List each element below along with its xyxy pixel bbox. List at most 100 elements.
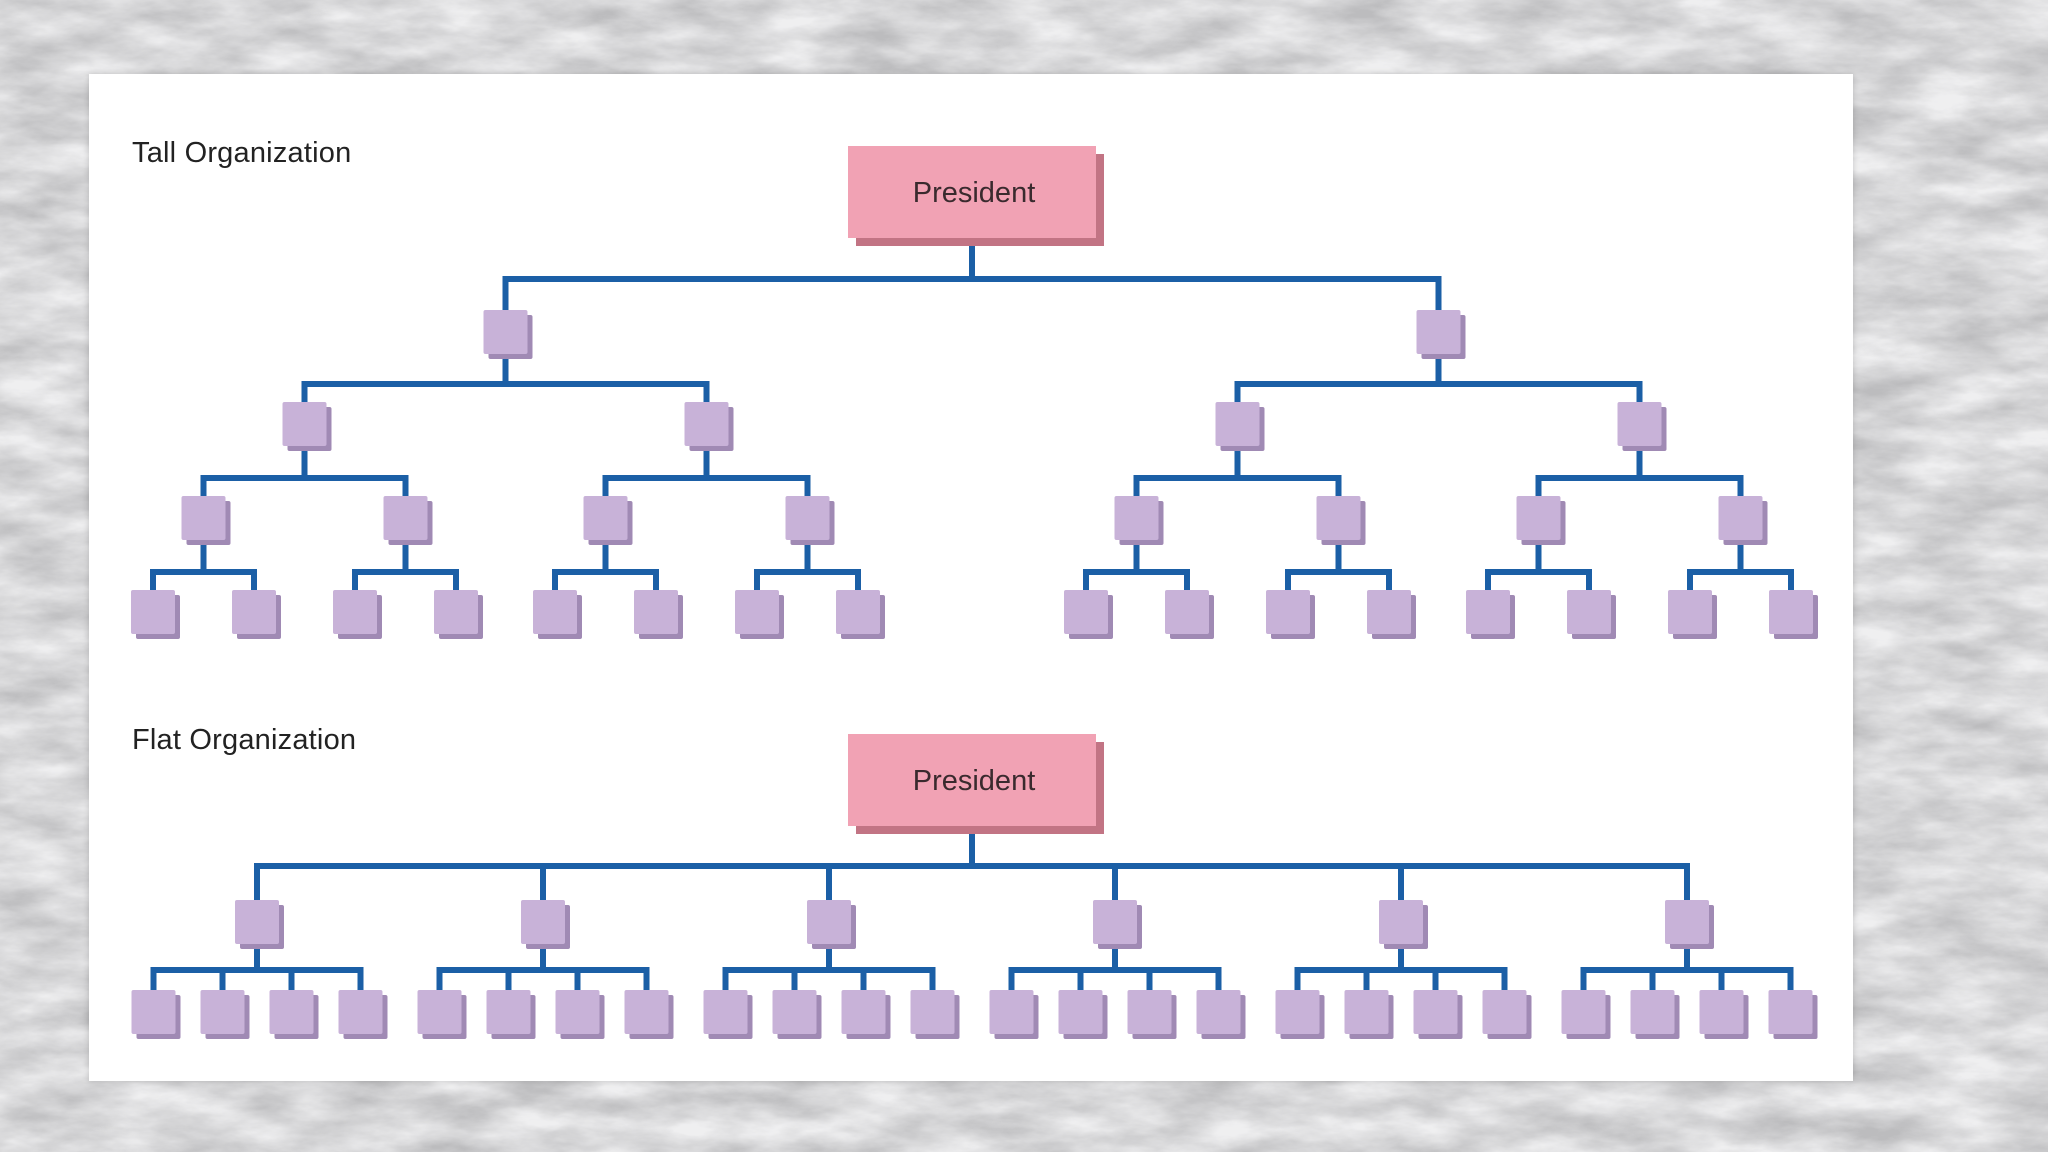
node-face xyxy=(269,990,314,1034)
flat-report-node xyxy=(1344,990,1394,1039)
flat-report-node xyxy=(1561,990,1611,1039)
tall-level4-node xyxy=(634,590,683,639)
node-face xyxy=(521,900,565,944)
tall-level2-node xyxy=(282,402,332,451)
tall-level4-node xyxy=(131,590,180,639)
tall-level3-node xyxy=(1718,496,1768,545)
flat-report-node xyxy=(1127,990,1177,1039)
node-face xyxy=(1466,590,1510,634)
node-face xyxy=(989,990,1034,1034)
flat-report-node xyxy=(555,990,605,1039)
node-face xyxy=(1413,990,1458,1034)
node-face xyxy=(1617,402,1662,446)
node-face xyxy=(486,990,531,1034)
node-face xyxy=(181,496,226,540)
node-face xyxy=(772,990,817,1034)
node-face xyxy=(703,990,748,1034)
flat-report-node xyxy=(703,990,753,1039)
node-face xyxy=(684,402,729,446)
tall-level3-node xyxy=(1316,496,1366,545)
tall-level4-node xyxy=(836,590,885,639)
tall-level4-node xyxy=(434,590,483,639)
node-face xyxy=(1630,990,1675,1034)
node-face xyxy=(624,990,669,1034)
tall-organization-title: Tall Organization xyxy=(132,137,352,169)
node-face xyxy=(1316,496,1361,540)
node-face xyxy=(417,990,462,1034)
connector-lines xyxy=(150,237,1794,993)
node-face xyxy=(383,496,428,540)
node-face xyxy=(841,990,886,1034)
node-face xyxy=(1769,590,1813,634)
tall-level2-node xyxy=(684,402,734,451)
node-face xyxy=(1215,402,1260,446)
node-face xyxy=(333,590,377,634)
tall-level4-node xyxy=(1769,590,1818,639)
node-face xyxy=(1482,990,1527,1034)
flat-report-node xyxy=(1196,990,1246,1039)
node-face xyxy=(533,590,577,634)
tall-level4-node xyxy=(1266,590,1315,639)
node-face xyxy=(131,990,176,1034)
flat-report-node xyxy=(1768,990,1818,1039)
flat-report-node xyxy=(989,990,1039,1039)
flat-report-node xyxy=(200,990,250,1039)
node-face xyxy=(1561,990,1606,1034)
tall-level3-node xyxy=(785,496,835,545)
node-face xyxy=(338,990,383,1034)
flat-organization-title: Flat Organization xyxy=(132,724,357,756)
node-face xyxy=(836,590,880,634)
node-face xyxy=(1668,590,1712,634)
node-face xyxy=(555,990,600,1034)
flat-report-node xyxy=(624,990,674,1039)
flat-report-node xyxy=(338,990,388,1039)
node-face xyxy=(1114,496,1159,540)
tall-level4-node xyxy=(232,590,281,639)
president-label: President xyxy=(913,765,1036,797)
tall-level4-node xyxy=(533,590,582,639)
node-face xyxy=(1567,590,1611,634)
president-box-face xyxy=(848,734,1096,826)
node-face xyxy=(910,990,955,1034)
president-box-face xyxy=(848,146,1096,238)
flat-report-node xyxy=(131,990,181,1039)
flat-president-box: President xyxy=(848,734,1104,834)
node-face xyxy=(235,900,279,944)
tall-president-box: President xyxy=(848,146,1104,246)
node-face xyxy=(1665,900,1709,944)
node-face xyxy=(1127,990,1172,1034)
flat-manager-node xyxy=(1665,900,1714,949)
tall-level4-node xyxy=(333,590,382,639)
flat-report-node xyxy=(1630,990,1680,1039)
node-face xyxy=(1093,900,1137,944)
node-face xyxy=(232,590,276,634)
tall-level4-node xyxy=(1567,590,1616,639)
flat-report-node xyxy=(1413,990,1463,1039)
flat-report-node xyxy=(772,990,822,1039)
president-label: President xyxy=(913,177,1036,209)
node-face xyxy=(131,590,175,634)
flat-report-node xyxy=(1058,990,1108,1039)
node-face xyxy=(1064,590,1108,634)
flat-manager-node xyxy=(1379,900,1428,949)
flat-manager-node xyxy=(1093,900,1142,949)
node-face xyxy=(1699,990,1744,1034)
node-face xyxy=(1196,990,1241,1034)
tall-level2-node xyxy=(1617,402,1667,451)
node-face xyxy=(1058,990,1103,1034)
flat-report-node xyxy=(841,990,891,1039)
flat-manager-node xyxy=(521,900,570,949)
node-face xyxy=(1275,990,1320,1034)
node-face xyxy=(282,402,327,446)
node-face xyxy=(1367,590,1411,634)
node-face xyxy=(1718,496,1763,540)
node-face xyxy=(1516,496,1561,540)
node-face xyxy=(483,310,528,354)
node-face xyxy=(634,590,678,634)
flat-report-node xyxy=(417,990,467,1039)
tall-level1-node xyxy=(1416,310,1466,359)
node-face xyxy=(200,990,245,1034)
